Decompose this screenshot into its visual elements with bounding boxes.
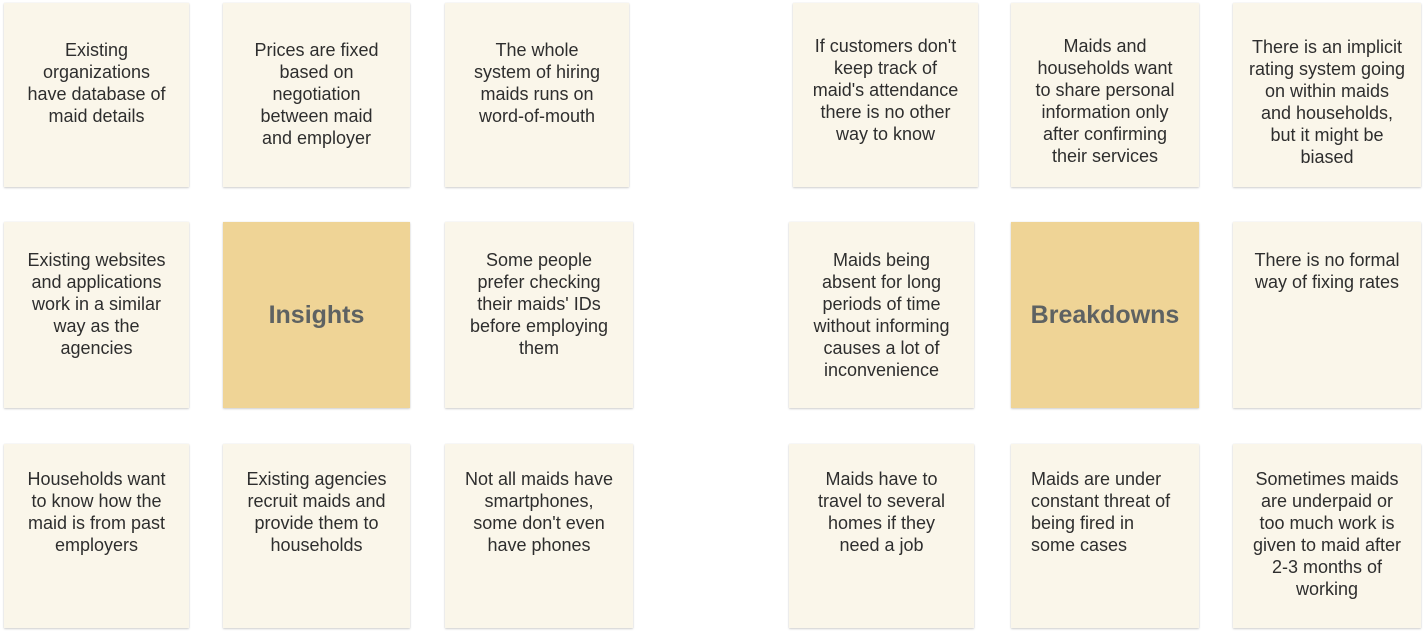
sticky-note[interactable]: Existing websites and applications work … — [4, 222, 189, 408]
sticky-note[interactable]: Existing organizations have database of … — [4, 3, 189, 187]
sticky-note[interactable]: There is no formal way of fixing rates — [1233, 222, 1421, 408]
sticky-note[interactable]: If customers don't keep track of maid's … — [793, 3, 978, 187]
sticky-note[interactable]: Not all maids have smartphones, some don… — [445, 444, 633, 628]
sticky-note[interactable]: Existing agencies recruit maids and prov… — [223, 444, 410, 628]
sticky-note[interactable]: Households want to know how the maid is … — [4, 444, 189, 628]
sticky-note[interactable]: Some people prefer checking their maids'… — [445, 222, 633, 408]
sticky-note[interactable]: Maids have to travel to several homes if… — [789, 444, 974, 628]
sticky-note[interactable]: The whole system of hiring maids runs on… — [445, 3, 629, 187]
sticky-note[interactable]: There is an implicit rating system going… — [1233, 3, 1421, 187]
sticky-note[interactable]: Prices are fixed based on negotiation be… — [223, 3, 410, 187]
sticky-note[interactable]: Maids being absent for long periods of t… — [789, 222, 974, 408]
insights-header-note[interactable]: Insights — [223, 222, 410, 408]
breakdowns-header-note[interactable]: Breakdowns — [1011, 222, 1199, 408]
sticky-note[interactable]: Sometimes maids are underpaid or too muc… — [1233, 444, 1421, 628]
sticky-note[interactable]: Maids are under constant threat of being… — [1011, 444, 1199, 628]
sticky-note[interactable]: Maids and households want to share perso… — [1011, 3, 1199, 187]
